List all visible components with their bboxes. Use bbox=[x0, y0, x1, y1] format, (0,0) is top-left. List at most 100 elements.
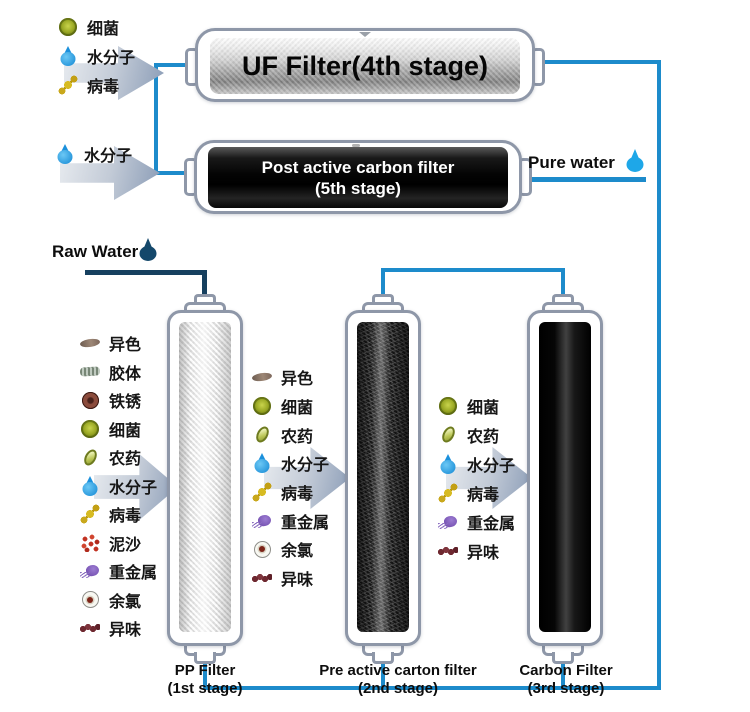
contaminant-row: 水分子 bbox=[438, 449, 515, 478]
contaminant-label: 胶体 bbox=[109, 365, 142, 383]
virus-icon bbox=[252, 482, 272, 502]
contaminant-row: 细菌 bbox=[438, 391, 515, 420]
pp-filter-cartridge bbox=[179, 322, 231, 632]
virus-icon bbox=[58, 75, 78, 95]
contaminant-row: 异味 bbox=[438, 536, 515, 565]
pipe-raw-water-horizontal bbox=[85, 270, 207, 275]
contaminant-label: 重金属 bbox=[281, 514, 330, 532]
carbon-filter-cartridge bbox=[539, 322, 591, 632]
contaminant-label: 水分子 bbox=[109, 479, 158, 497]
contaminant-row: 铁锈 bbox=[80, 386, 157, 415]
odor-icon bbox=[438, 541, 458, 561]
precarbon-filter-cartridge bbox=[357, 322, 409, 632]
carbon-inlet-contaminants: 细菌 农药 水分子 病毒 重金属 异味 bbox=[438, 391, 515, 565]
virus-icon bbox=[80, 504, 100, 524]
pipe-postcarbon-left-horizontal bbox=[154, 171, 200, 175]
contaminant-row: 水分子 bbox=[252, 449, 329, 478]
pp-filter-bottom-stub bbox=[194, 652, 216, 664]
contaminant-row: 异味 bbox=[80, 614, 157, 643]
pipe-carbon-bottom-vertical bbox=[561, 652, 565, 690]
contaminant-label: 异色 bbox=[109, 337, 142, 355]
pipe-right-vertical bbox=[657, 60, 661, 690]
pure-water-label: Pure water bbox=[528, 153, 615, 172]
contaminant-label: 异味 bbox=[281, 572, 314, 590]
contaminant-row: 余氯 bbox=[252, 535, 329, 564]
uf-filter-label: UF Filter(4th stage) bbox=[241, 50, 489, 81]
carbon-filter-label: Carbon Filter (3rd stage) bbox=[496, 662, 636, 697]
precarbon-inlet-contaminants: 异色 细菌 农药 水分子 病毒 重金属 bbox=[252, 363, 329, 593]
contaminant-row: 农药 bbox=[252, 420, 329, 449]
contaminant-label: 水分子 bbox=[467, 457, 516, 475]
contaminant-row: 病毒 bbox=[252, 478, 329, 507]
postcarbon-filter-label-line1: Post active carbon filter bbox=[261, 157, 455, 177]
pipe-uf-left-horizontal bbox=[154, 63, 196, 67]
contaminant-row: 异色 bbox=[80, 329, 157, 358]
bacteria-icon bbox=[438, 396, 458, 416]
postcarbon-filter-cartridge: Post active carbon filter (5th stage) bbox=[208, 147, 508, 208]
contaminant-row: 余氯 bbox=[80, 586, 157, 615]
water-icon bbox=[438, 454, 458, 474]
carbon-filter-bottom-stub bbox=[552, 652, 574, 664]
pipe-pure-water-outlet bbox=[528, 177, 646, 182]
pipe-pp-bottom-vertical bbox=[203, 652, 207, 690]
contaminant-label: 细菌 bbox=[281, 400, 314, 418]
contaminant-row: 农药 bbox=[80, 443, 157, 472]
virus-icon bbox=[438, 483, 458, 503]
pp-filter-stage: (1st stage) bbox=[167, 679, 243, 697]
colloid-icon bbox=[80, 362, 100, 382]
sediment-icon bbox=[80, 533, 100, 553]
pp-filter-name: PP Filter bbox=[174, 662, 236, 679]
contaminant-label: 农药 bbox=[467, 428, 500, 446]
contaminant-row: 异味 bbox=[252, 564, 329, 593]
odor-icon bbox=[80, 618, 100, 638]
pipe-top-horizontal-2to3 bbox=[381, 268, 565, 272]
pipe-precarbon-bottom-vertical bbox=[381, 652, 385, 690]
contaminant-label: 细菌 bbox=[109, 422, 142, 440]
pure-water-droplet-icon bbox=[626, 149, 643, 172]
contaminant-label: 重金属 bbox=[109, 565, 158, 583]
contaminant-row: 水分子 bbox=[55, 139, 132, 168]
water-icon bbox=[58, 46, 78, 66]
uf-filter-top-marker bbox=[359, 32, 371, 37]
contaminant-label: 病毒 bbox=[281, 486, 314, 504]
contaminant-label: 细菌 bbox=[87, 20, 120, 38]
pipe-raw-water-vertical bbox=[202, 270, 207, 310]
pp-inlet-contaminants: 异色 胶体 铁锈 细菌 农药 水分子 bbox=[80, 329, 157, 643]
chlorine-icon bbox=[80, 590, 100, 610]
contaminant-label: 水分子 bbox=[84, 147, 133, 165]
precarbon-filter-bottom-stub bbox=[372, 652, 394, 664]
precarbon-filter-name: Pre active carton filter bbox=[319, 662, 477, 679]
contaminant-row: 重金属 bbox=[80, 557, 157, 586]
precarbon-filter-label: Pre active carton filter (2nd stage) bbox=[283, 662, 513, 697]
contaminant-row: 农药 bbox=[438, 420, 515, 449]
pipe-bottom-horizontal bbox=[203, 686, 661, 690]
postcarbon-filter-top-marker bbox=[352, 144, 360, 147]
contaminant-label: 细菌 bbox=[467, 399, 500, 417]
contaminant-label: 异味 bbox=[467, 544, 500, 562]
raw-water-label: Raw Water bbox=[52, 242, 139, 261]
pipe-precarbon-top-vertical bbox=[381, 268, 385, 308]
odor-icon bbox=[252, 568, 272, 588]
carbon-filter-stage: (3rd stage) bbox=[527, 679, 605, 697]
contaminant-row: 细菌 bbox=[252, 392, 329, 421]
contaminant-label: 异色 bbox=[281, 371, 314, 389]
contaminant-label: 余氯 bbox=[109, 593, 142, 611]
pp-filter-label: PP Filter (1st stage) bbox=[135, 662, 275, 697]
offcolor-icon bbox=[252, 367, 272, 387]
contaminant-row: 异色 bbox=[252, 363, 329, 392]
uf-inlet-contaminants: 细菌 水分子 病毒 bbox=[58, 12, 135, 99]
pipe-carbon-top-vertical bbox=[561, 268, 565, 308]
contaminant-row: 水分子 bbox=[58, 41, 135, 70]
contaminant-row: 泥沙 bbox=[80, 529, 157, 558]
contaminant-label: 病毒 bbox=[109, 508, 142, 526]
postcarbon-inlet-contaminants: 水分子 bbox=[55, 139, 132, 168]
water-icon bbox=[80, 476, 100, 496]
contaminant-row: 病毒 bbox=[58, 70, 135, 99]
water-icon bbox=[55, 144, 75, 164]
postcarbon-filter-label-line2: (5th stage) bbox=[315, 178, 401, 198]
water-icon bbox=[252, 453, 272, 473]
pesticide-icon bbox=[438, 425, 458, 445]
precarbon-filter-stage: (2nd stage) bbox=[357, 679, 438, 697]
contaminant-label: 病毒 bbox=[87, 78, 120, 96]
